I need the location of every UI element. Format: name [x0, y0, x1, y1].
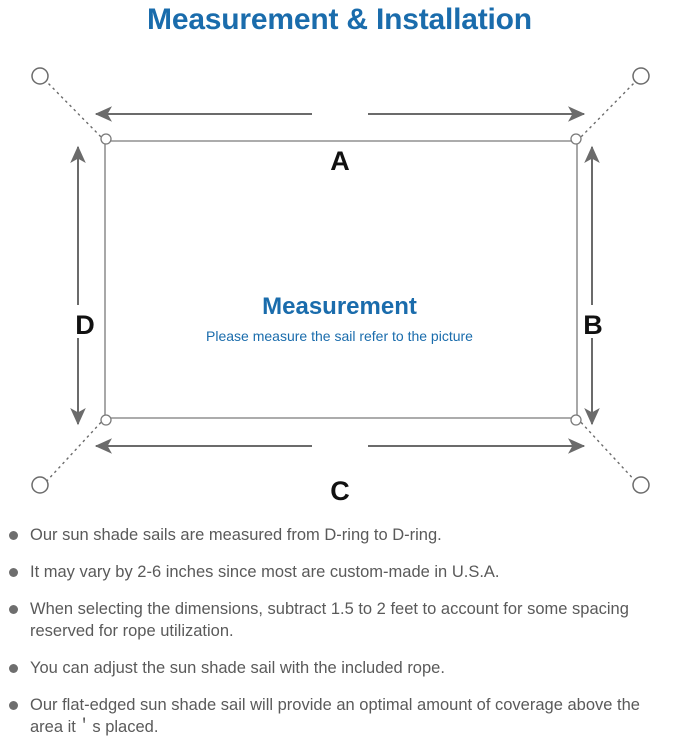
page-title: Measurement & Installation: [147, 3, 532, 36]
list-item: It may vary by 2-6 inches since most are…: [0, 561, 679, 583]
bullet-icon: [9, 531, 18, 540]
d-ring-bottom-left-icon: [100, 414, 112, 426]
note-text: When selecting the dimensions, subtract …: [30, 600, 629, 640]
anchor-point-top-right-icon: [632, 67, 650, 85]
d-ring-bottom-right-icon: [570, 414, 582, 426]
note-text: Our sun shade sails are measured from D-…: [30, 526, 442, 544]
note-text: You can adjust the sun shade sail with t…: [30, 659, 445, 677]
bullet-icon: [9, 664, 18, 673]
list-item: Our flat-edged sun shade sail will provi…: [0, 694, 679, 738]
note-text: It may vary by 2-6 inches since most are…: [30, 563, 500, 581]
diagram-svg: [31, 67, 650, 494]
list-item: Our sun shade sails are measured from D-…: [0, 524, 679, 546]
anchor-point-bottom-left-icon: [31, 476, 49, 494]
dimension-label-d: D: [75, 310, 95, 340]
rope-line-bottom-right: [576, 417, 639, 485]
note-text: Our flat-edged sun shade sail will provi…: [30, 696, 640, 736]
rope-line-bottom-left: [43, 417, 106, 485]
list-item: When selecting the dimensions, subtract …: [0, 598, 679, 642]
d-ring-top-left-icon: [100, 133, 112, 145]
rope-line-top-left: [43, 78, 106, 142]
dimension-label-a: A: [330, 146, 350, 176]
sail-measurement-diagram: Measurement Please measure the sail refe…: [0, 50, 679, 520]
dimension-label-b: B: [583, 310, 603, 340]
bullet-icon: [9, 701, 18, 710]
notes-list: Our sun shade sails are measured from D-…: [0, 524, 679, 753]
dimension-label-c: C: [330, 476, 350, 506]
list-item: You can adjust the sun shade sail with t…: [0, 657, 679, 679]
rope-line-top-right: [576, 78, 639, 142]
anchor-point-bottom-right-icon: [632, 476, 650, 494]
d-ring-top-right-icon: [570, 133, 582, 145]
anchor-point-top-left-icon: [31, 67, 49, 85]
sail-rectangle: [104, 140, 578, 419]
bullet-icon: [9, 605, 18, 614]
bullet-icon: [9, 568, 18, 577]
